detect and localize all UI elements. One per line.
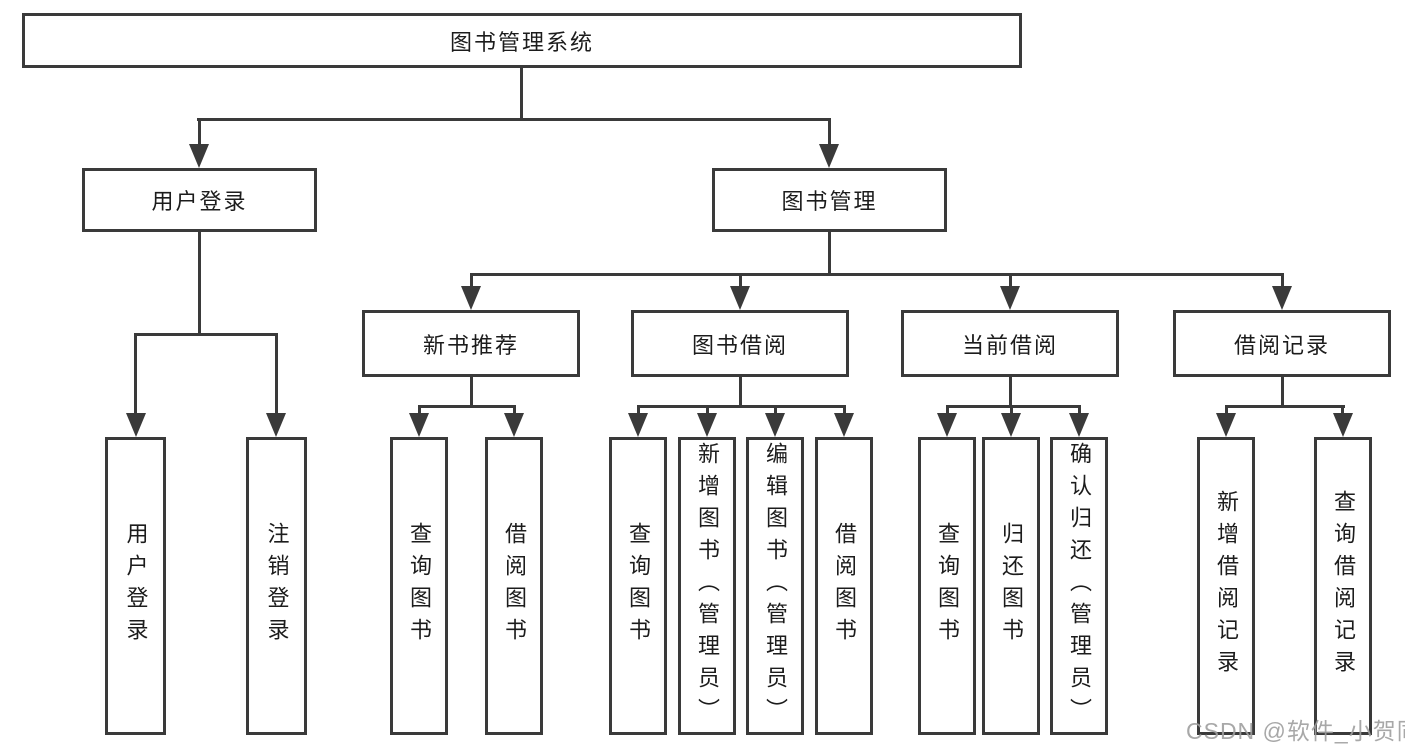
connector-drop-logout xyxy=(275,333,278,413)
connector-drop-login xyxy=(134,333,137,413)
arrowhead-book-management xyxy=(819,144,839,168)
leaf-br-query-record-label: 查询借阅记录 xyxy=(1331,490,1356,682)
connector-current-borrowing-crossbar xyxy=(946,405,1081,408)
node-book-borrowing-label: 图书借阅 xyxy=(691,332,788,358)
connector-drop-bb-query xyxy=(637,405,640,415)
connector-new-book-stem xyxy=(470,377,473,408)
leaf-bb-query-books-label: 查询图书 xyxy=(626,522,651,650)
connector-drop-cb-confirm xyxy=(1078,405,1081,415)
arrowhead-login xyxy=(126,413,146,437)
node-user-login: 用户登录 xyxy=(82,168,317,232)
leaf-bb-add-book-admin: 新增图书（管理员） xyxy=(678,437,736,735)
connector-root-stem xyxy=(520,68,523,121)
arrowhead-cb-confirm xyxy=(1069,413,1089,437)
connector-book-management-stem xyxy=(828,232,831,276)
node-borrowing-records: 借阅记录 xyxy=(1173,310,1391,377)
leaf-br-add-record-label: 新增借阅记录 xyxy=(1214,490,1239,682)
connector-drop-cb-return xyxy=(1010,405,1013,415)
leaf-cb-confirm-return-admin: 确认归还（管理员） xyxy=(1050,437,1108,735)
arrowhead-borrowing-records xyxy=(1272,286,1292,310)
connector-drop-nbr-query xyxy=(418,405,421,415)
leaf-bb-borrow-books-label: 借阅图书 xyxy=(832,522,857,650)
arrowhead-cb-return xyxy=(1001,413,1021,437)
connector-borrowing-records-stem xyxy=(1281,377,1284,408)
node-user-login-label: 用户登录 xyxy=(151,189,248,214)
connector-drop-bb-edit xyxy=(774,405,777,415)
arrowhead-new-book xyxy=(461,286,481,310)
arrowhead-bb-add xyxy=(697,413,717,437)
leaf-logout-label: 注销登录 xyxy=(264,522,290,650)
connector-drop-current-borrowing xyxy=(1009,273,1012,288)
connector-book-borrowing-stem xyxy=(739,377,742,408)
connector-drop-borrowing-records xyxy=(1281,273,1284,288)
node-current-borrowing: 当前借阅 xyxy=(901,310,1119,377)
connector-book-borrowing-crossbar xyxy=(637,405,846,408)
leaf-bb-borrow-books: 借阅图书 xyxy=(815,437,873,735)
arrowhead-nbr-query xyxy=(409,413,429,437)
leaf-bb-edit-book-admin: 编辑图书（管理员） xyxy=(746,437,804,735)
leaf-cb-return-books-label: 归还图书 xyxy=(999,522,1024,650)
leaf-bb-edit-book-admin-label: 编辑图书（管理员） xyxy=(763,442,788,730)
csdn-watermark: CSDN @软件_小贺同学 xyxy=(1186,718,1405,744)
node-new-book-recommend-label: 新书推荐 xyxy=(422,332,519,358)
connector-drop-nbr-borrow xyxy=(513,405,516,415)
leaf-cb-return-books: 归还图书 xyxy=(982,437,1040,735)
arrowhead-bb-query xyxy=(628,413,648,437)
connector-drop-bb-add xyxy=(706,405,709,415)
connector-drop-bb-borrow xyxy=(843,405,846,415)
leaf-bb-query-books: 查询图书 xyxy=(609,437,667,735)
arrowhead-user-login xyxy=(189,144,209,168)
leaf-logout: 注销登录 xyxy=(246,437,307,735)
leaf-cb-query-books-label: 查询图书 xyxy=(935,522,960,650)
connector-borrowing-records-crossbar xyxy=(1225,405,1345,408)
connector-drop-new-book xyxy=(470,273,473,288)
leaf-nbr-query-books-label: 查询图书 xyxy=(407,522,432,650)
leaf-cb-query-books: 查询图书 xyxy=(918,437,976,735)
arrowhead-book-borrowing xyxy=(730,286,750,310)
arrowhead-cb-query xyxy=(937,413,957,437)
node-new-book-recommend: 新书推荐 xyxy=(362,310,580,377)
node-book-borrowing: 图书借阅 xyxy=(631,310,849,377)
connector-drop-book-borrowing xyxy=(739,273,742,288)
node-book-management-label: 图书管理 xyxy=(781,189,878,214)
node-borrowing-records-label: 借阅记录 xyxy=(1233,332,1330,358)
connector-drop-br-add xyxy=(1225,405,1228,415)
leaf-user-login-label: 用户登录 xyxy=(123,522,149,650)
leaf-bb-add-book-admin-label: 新增图书（管理员） xyxy=(695,442,720,730)
leaf-br-query-record: 查询借阅记录 xyxy=(1314,437,1372,735)
arrowhead-current-borrowing xyxy=(1000,286,1020,310)
leaf-user-login: 用户登录 xyxy=(105,437,166,735)
node-root: 图书管理系统 xyxy=(22,13,1022,68)
leaf-nbr-borrow-books-label: 借阅图书 xyxy=(502,522,527,650)
arrowhead-bb-edit xyxy=(765,413,785,437)
leaf-nbr-query-books: 查询图书 xyxy=(390,437,448,735)
node-root-label: 图书管理系统 xyxy=(449,29,594,55)
connector-drop-cb-query xyxy=(946,405,949,415)
connector-user-login-crossbar xyxy=(134,333,278,336)
leaf-nbr-borrow-books: 借阅图书 xyxy=(485,437,543,735)
connector-drop-br-query xyxy=(1341,405,1344,415)
connector-drop-book-management xyxy=(828,118,831,146)
node-current-borrowing-label: 当前借阅 xyxy=(961,332,1058,358)
connector-user-login-stem xyxy=(198,232,201,336)
leaf-cb-confirm-return-admin-label: 确认归还（管理员） xyxy=(1067,442,1092,730)
arrowhead-br-query xyxy=(1333,413,1353,437)
leaf-br-add-record: 新增借阅记录 xyxy=(1197,437,1255,735)
node-book-management: 图书管理 xyxy=(712,168,947,232)
connector-current-borrowing-stem xyxy=(1009,377,1012,408)
arrowhead-logout xyxy=(266,413,286,437)
arrowhead-nbr-borrow xyxy=(504,413,524,437)
arrowhead-br-add xyxy=(1216,413,1236,437)
connector-new-book-crossbar xyxy=(418,405,516,408)
connector-level3-crossbar xyxy=(470,273,1284,276)
arrowhead-bb-borrow xyxy=(834,413,854,437)
connector-drop-user-login xyxy=(198,118,201,146)
connector-root-crossbar xyxy=(197,118,831,121)
